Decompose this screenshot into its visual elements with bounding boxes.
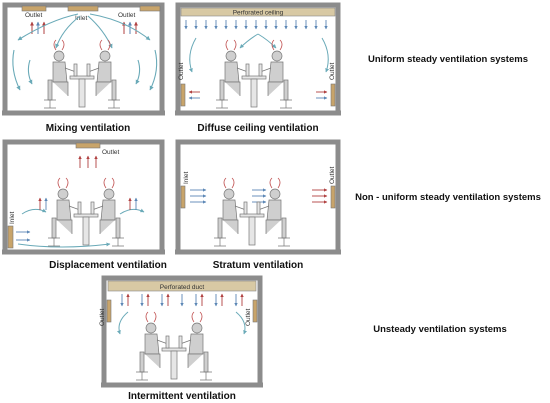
room-diffuse-ceiling-ventilation: Perforated ceiling Outlet Out: [175, 2, 341, 134]
supply-arrows: [120, 293, 244, 307]
heat-plume-icon: [223, 177, 281, 189]
outlet-label: Outlet: [245, 308, 252, 326]
outlet-vent: [106, 299, 112, 323]
person-icon: [48, 188, 81, 247]
heat-plume-icon: [145, 311, 203, 323]
inlet-vent: [67, 5, 99, 12]
perforated-ceiling-label: Perforated ceiling: [233, 10, 284, 17]
office-workstation: [214, 177, 290, 247]
outlet-label: Outlet: [329, 62, 336, 80]
perforated-duct-label: Perforated duct: [160, 284, 205, 291]
category-uniform-steady: Uniform steady ventilation systems: [368, 54, 528, 65]
inlet-vent: [180, 185, 186, 209]
caption-intermittent: Intermittent ventilation: [128, 391, 236, 402]
heat-plume-icon: [53, 39, 111, 51]
room-intermittent-ventilation: Perforated duct Outlet Outlet: [99, 275, 263, 402]
outlet-vent: [252, 299, 258, 323]
outlet-vent: [21, 5, 47, 12]
outlet-label: Outlet: [99, 308, 106, 326]
outlet-label: Outlet: [25, 12, 43, 19]
caption-stratum: Stratum ventilation: [213, 260, 304, 271]
return-arrows: [78, 155, 98, 168]
desk-icon: [73, 201, 99, 246]
rising-air-arrows: [38, 197, 138, 210]
office-workstation: [136, 311, 212, 381]
office-workstation: [216, 39, 292, 109]
person-icon: [136, 322, 169, 381]
desk-icon: [241, 63, 267, 108]
diffuse-airflow-curves: [188, 33, 330, 73]
return-arrows: [188, 90, 328, 100]
caption-displacement: Displacement ventilation: [49, 260, 167, 271]
category-non-uniform-steady: Non - uniform steady ventilation systems: [355, 192, 541, 203]
floor-supply-arrows: [16, 230, 31, 242]
horizontal-supply-arrows: [190, 188, 328, 204]
perforated-ceiling: [180, 7, 336, 17]
person-icon: [214, 188, 247, 247]
inlet-label: Inlet: [183, 172, 190, 184]
person-icon: [179, 322, 212, 381]
desk-icon: [239, 201, 265, 246]
person-icon: [44, 50, 77, 109]
outlet-vent: [180, 83, 186, 107]
outlet-label: Outlet: [118, 12, 136, 19]
outlet-label: Outlet: [102, 149, 120, 156]
category-unsteady: Unsteady ventilation systems: [373, 324, 507, 335]
desk-icon: [69, 63, 95, 108]
outlet-vent: [139, 5, 161, 12]
office-workstation: [44, 39, 120, 109]
caption-mixing: Mixing ventilation: [46, 123, 130, 134]
heat-plume-icon: [225, 39, 283, 51]
person-icon: [87, 50, 120, 109]
outlet-label: Outlet: [329, 166, 336, 184]
intermittent-airflow-curves: [116, 311, 248, 335]
inlet-label: Inlet: [75, 15, 87, 22]
person-icon: [257, 188, 290, 247]
inlet-label: Inlet: [9, 212, 16, 224]
person-icon: [216, 50, 249, 109]
desk-icon: [161, 335, 187, 380]
room-displacement-ventilation: Outlet Inlet: [2, 139, 167, 271]
person-icon: [91, 188, 124, 247]
perforated-duct: [107, 280, 257, 292]
office-workstation: [48, 177, 124, 247]
room-stratum-ventilation: Inlet Outlet: [175, 139, 341, 271]
supply-arrows: [184, 20, 328, 30]
inlet-vent: [7, 225, 14, 249]
caption-diffuse-ceiling: Diffuse ceiling ventilation: [197, 123, 318, 134]
mixing-airflow-curves: [12, 13, 158, 91]
heat-plume-icon: [57, 177, 115, 189]
person-icon: [259, 50, 292, 109]
room-mixing-ventilation: Outlet Inlet Outlet: [2, 2, 165, 134]
outlet-vent: [330, 83, 336, 107]
outlet-label: Outlet: [178, 62, 185, 80]
outlet-vent: [75, 142, 101, 149]
displacement-airflow-curves: [17, 208, 145, 248]
outlet-vent: [330, 185, 336, 209]
